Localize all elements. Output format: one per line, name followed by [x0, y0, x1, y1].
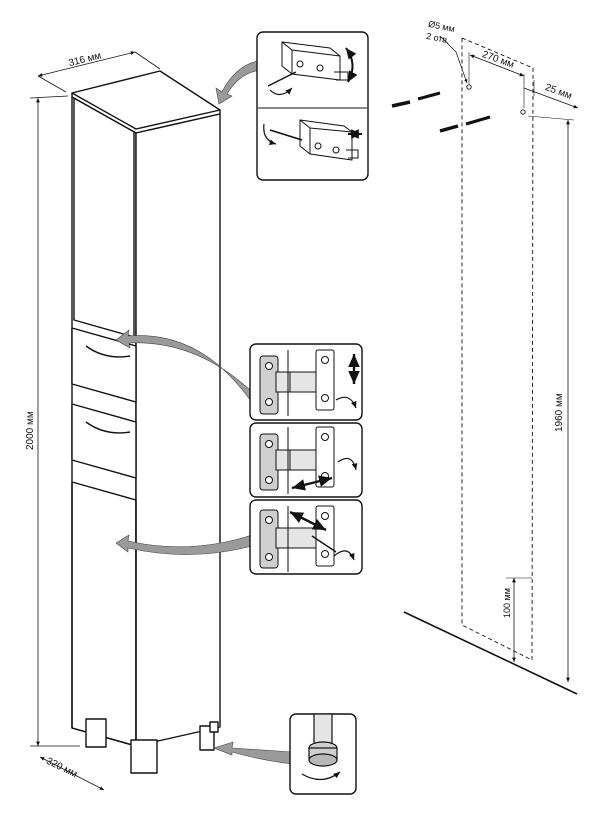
dim-floor-offset: 100 мм — [502, 588, 512, 618]
dim-depth-top: 316 мм — [68, 50, 103, 69]
mount-hole-left — [466, 84, 472, 90]
dim-hole-spacing: 270 мм — [481, 49, 516, 71]
rotate-arrow-icon — [267, 47, 358, 96]
dim-width-bottom: 320 мм — [44, 756, 79, 781]
arrow-top-hanger — [215, 59, 263, 105]
leg-left — [85, 718, 107, 748]
detail-panel-hinge-lateral — [249, 422, 363, 498]
hinge-icon — [259, 349, 335, 416]
dim-drill-holes: 2 отв. — [425, 31, 450, 46]
dim-height: 2000 мм — [25, 411, 36, 450]
arrow-hinge-upper — [115, 329, 251, 401]
direction-arrow-icon — [291, 475, 333, 491]
detail-panel-hinge-vertical — [249, 343, 363, 421]
cabinet-dimensions — [29, 51, 161, 791]
arrow-leg — [213, 741, 293, 765]
detail-panel-leg — [289, 713, 357, 795]
cabinet-outline-dashed — [461, 37, 534, 661]
cabinet — [71, 70, 221, 774]
rotate-arrow-icon — [335, 396, 357, 409]
mount-hole-right — [520, 109, 526, 115]
floor-line — [403, 611, 578, 695]
dim-edge-offset: 25 мм — [544, 82, 574, 102]
leg-back-right — [209, 721, 219, 733]
dowel-icon — [391, 91, 491, 133]
detail-panel-hinge-depth — [249, 499, 363, 575]
drawer-2-handle — [85, 421, 131, 434]
rotate-arrow-icon — [337, 457, 358, 471]
hinge-icon — [259, 426, 335, 494]
screwdriver-icon — [263, 123, 303, 145]
drawer-2 — [71, 403, 137, 479]
hanger-bracket-icon — [299, 119, 359, 161]
drawer-1 — [71, 327, 137, 403]
adjustable-leg-icon — [301, 713, 341, 781]
detail-panel-hanger — [256, 31, 369, 181]
arrow-hinge-lower — [115, 534, 253, 555]
dim-mount-height: 1960 мм — [554, 393, 565, 432]
callout-arrows — [115, 59, 293, 765]
drawer-1-handle — [85, 345, 131, 358]
direction-arrow-icon — [289, 510, 327, 532]
screwdriver-icon — [311, 535, 355, 561]
upper-door — [73, 98, 135, 338]
leg-front-left — [130, 739, 158, 774]
cabinet-front — [135, 113, 221, 747]
wall-scheme — [391, 35, 579, 695]
